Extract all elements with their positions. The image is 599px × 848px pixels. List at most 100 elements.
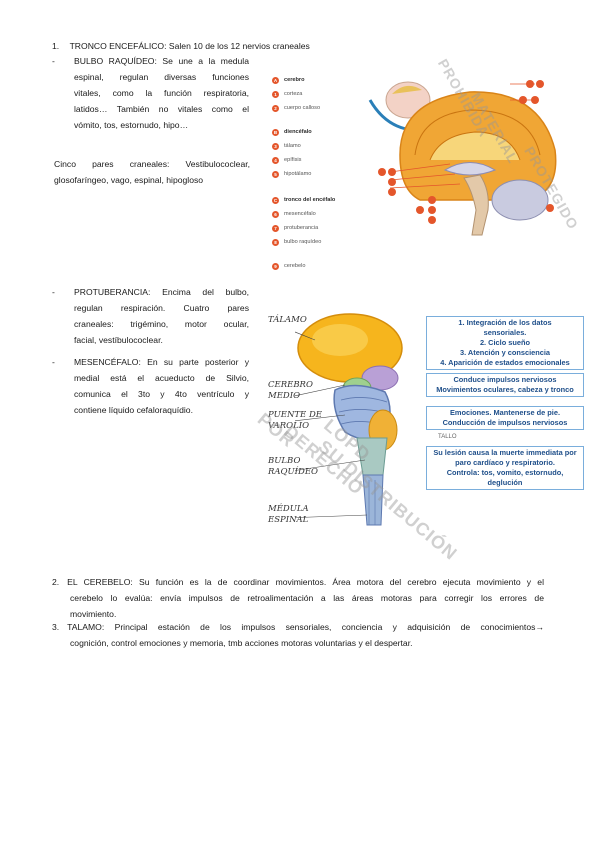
info-line: Movimientos oculares, cabeza y tronco — [436, 385, 574, 394]
section-line: cerebelo lo evalúa: envía impulsos de re… — [70, 593, 544, 603]
legend-label: cuerpo calloso — [284, 105, 321, 111]
protuberancia-line: facial, vestíbulococlear. — [74, 335, 163, 345]
bullet-dash: - — [52, 56, 55, 66]
brainstem-illustration — [295, 313, 403, 526]
legend-label: protuberancia — [284, 225, 319, 231]
mesencefalo-line: En su parte posterior y — [140, 357, 249, 367]
legend-label: hipotálamo — [284, 171, 312, 177]
mesencefalo-line: contiene líquido cefaloraquídio. — [74, 405, 193, 415]
mesencefalo-line: medial está el acueducto de Silvio, — [74, 373, 249, 383]
info-line: 2. Ciclo sueño — [479, 338, 531, 347]
section-2: 2. EL CEREBELO: Su función es la de coord… — [52, 574, 544, 622]
legend-item: 2 cuerpo calloso — [272, 102, 320, 114]
section-title: EL CEREBELO: — [67, 577, 133, 587]
bulbo-title: BULBO RAQUÍDEO: — [74, 56, 157, 66]
protuberancia-line: regulan respiración. Cuatro pares — [74, 303, 249, 313]
legend-badge: 5 — [272, 170, 279, 178]
legend-label: corteza — [284, 91, 303, 97]
bulbo-line: vitales, como la función respiratoria, — [74, 88, 249, 98]
section-line: movimiento. — [70, 609, 117, 619]
label-puente-2: VAROLIO — [268, 421, 310, 431]
legend-badge: 4 — [272, 156, 279, 164]
info-box-puente: Emociones. Mantenerse de pie. Conducción… — [426, 406, 584, 430]
section-line: Principal estación de los impulsos senso… — [104, 622, 544, 632]
legend-item: 1 corteza — [272, 88, 302, 100]
legend-item: 3 tálamo — [272, 140, 301, 152]
info-box-cerebro-medio: Conduce impulsos nerviosos Movimientos o… — [426, 373, 584, 397]
legend-label: mesencéfalo — [284, 211, 316, 217]
bulbo-pares: Cinco pares craneales: Vestibulococlear,… — [54, 156, 250, 188]
section-title: TALAMO: — [67, 622, 105, 632]
legend-item: 8 bulbo raquídeo — [272, 236, 321, 248]
legend-item: 7 protuberancia — [272, 222, 318, 234]
bulbo-line: espinal, regulan diversas funciones — [74, 72, 249, 82]
info-line: Controla: tos, vomito, estornudo, — [446, 468, 564, 477]
section-number: 3. — [52, 622, 60, 632]
section-number: 2. — [52, 577, 60, 587]
info-line: 1. Integración de los datos — [458, 318, 552, 327]
legend-item: 9 cerebelo — [272, 260, 305, 272]
label-medula-1: MÉDULA — [268, 504, 309, 514]
info-line: 4. Aparición de estados emocionales — [440, 358, 570, 367]
protuberancia-title: PROTUBERANCIA: — [74, 287, 151, 297]
section-number: 1. — [52, 41, 60, 51]
legend-badge: C — [272, 196, 279, 204]
label-bulbo-1: BULBO — [268, 456, 301, 466]
info-line: sensoriales. — [483, 328, 527, 337]
info-line: Emociones. Mantenerse de pie. — [449, 408, 561, 417]
label-cerebro-medio-2: MEDIO — [268, 391, 301, 401]
protuberancia-paragraph: PROTUBERANCIA: Encima del bulbo, regulan… — [74, 284, 249, 348]
info-line: deglución — [487, 478, 523, 487]
legend-label: diencéfalo — [284, 129, 312, 135]
info-line: Conduce impulsos nerviosos — [453, 375, 557, 384]
legend-badge: B — [272, 128, 279, 136]
bulbo-paragraph: BULBO RAQUÍDEO: Se une a la medula espin… — [74, 53, 249, 133]
legend-item: 5 hipotálamo — [272, 168, 311, 180]
info-line: 3. Atención y consciencia — [459, 348, 551, 357]
pares-line: glosofaríngeo, vago, espinal, hipogloso — [54, 175, 204, 185]
section-text: Salen 10 de los 12 nervios craneales — [166, 41, 310, 51]
section-1-heading: 1. TRONCO ENCEFÁLICO: Salen 10 de los 12… — [52, 38, 310, 54]
bullet-dash: - — [52, 287, 55, 297]
section-3: 3. TALAMO: Principal estación de los impu… — [52, 619, 544, 651]
info-box-bulbo: Su lesión causa la muerte immediata por … — [426, 446, 584, 490]
protuberancia-line: Encima del bulbo, — [150, 287, 249, 297]
legend-badge: 8 — [272, 238, 279, 246]
legend-badge: 2 — [272, 104, 279, 112]
mesencefalo-title: MESENCÉFALO: — [74, 357, 141, 367]
legend-label: tálamo — [284, 143, 301, 149]
bulbo-line: latidos… También no vitales como el — [74, 104, 249, 114]
mesencefalo-paragraph: MESENCÉFALO: En su parte posterior y med… — [74, 354, 249, 418]
legend-badge: 7 — [272, 224, 279, 232]
legend-badge: 9 — [272, 262, 279, 270]
legend-label: cerebelo — [284, 263, 306, 269]
legend-item: 4 epífisis — [272, 154, 301, 166]
label-puente-1: PUENTE DE — [268, 410, 322, 420]
label-medula-2: ESPINAL — [268, 515, 309, 525]
bullet-dash: - — [52, 357, 55, 367]
info-line: Su lesión causa la muerte immediata por — [433, 448, 577, 457]
bulbo-line: vómito, tos, estornudo, hipo… — [74, 120, 189, 130]
label-tallo: TALLO — [438, 434, 457, 440]
section-title: TRONCO ENCEFÁLICO: — [69, 41, 167, 51]
info-box-talamo: 1. Integración de los datos sensoriales.… — [426, 316, 584, 370]
brain-sagittal-illustration — [368, 80, 557, 236]
legend-label: epífisis — [284, 157, 302, 163]
legend-badge: A — [272, 76, 279, 84]
legend-badge: 1 — [272, 90, 279, 98]
label-cerebro-medio-1: CEREBRO — [268, 380, 313, 390]
section-line: Su función es la de coordinar movimiento… — [132, 577, 544, 587]
legend-label: tronco del encéfalo — [284, 197, 336, 203]
info-line: paro cardíaco y respiratorio. — [455, 458, 555, 467]
label-talamo: TÁLAMO — [268, 315, 307, 325]
mesencefalo-line: comunica el 3to y 4to ventrículo y — [74, 389, 249, 399]
bulbo-line: Se une a la medula — [156, 56, 249, 66]
info-line: Conducción de impulsos nerviosos — [442, 418, 568, 427]
protuberancia-line: craneales: trigémino, motor ocular, — [74, 319, 249, 329]
legend-label: bulbo raquídeo — [284, 239, 322, 245]
legend-badge: 3 — [272, 142, 279, 150]
